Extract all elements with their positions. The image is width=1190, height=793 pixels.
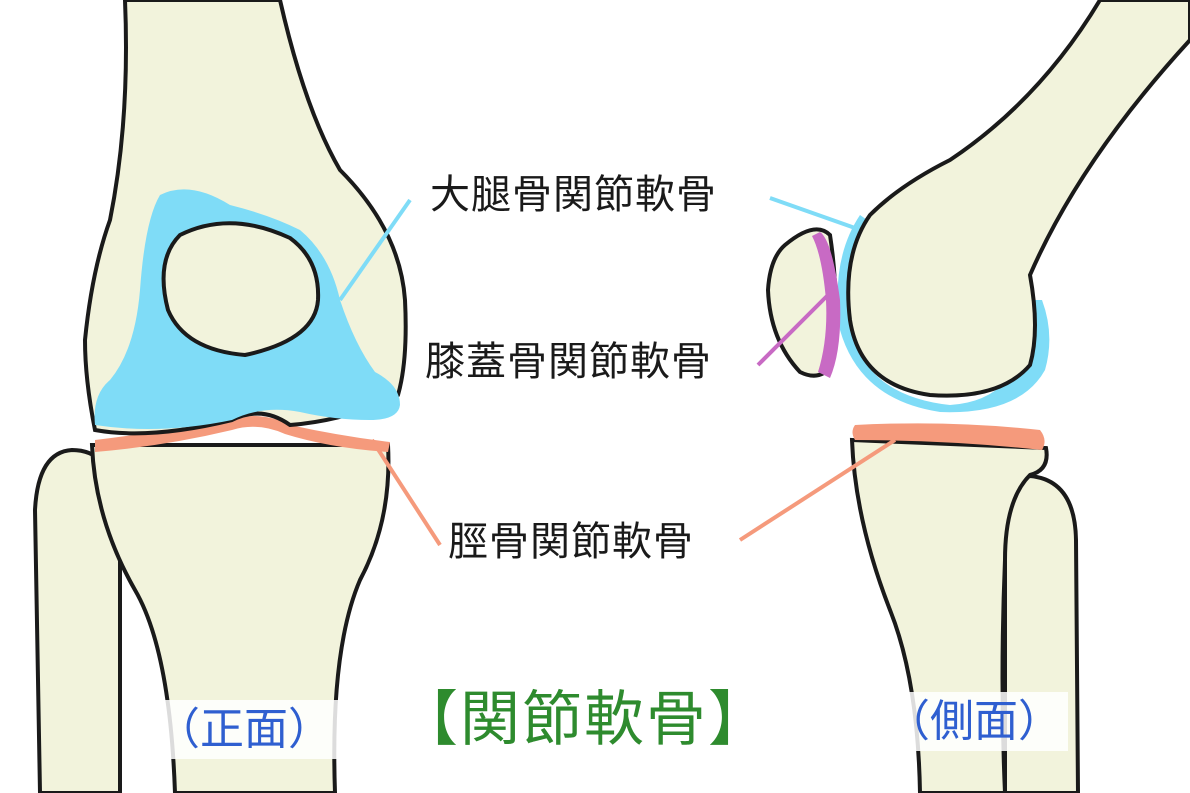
side-patellar-cartilage [812,232,841,378]
femoral-cartilage-label: 大腿骨関節軟骨 [430,172,717,218]
front-view-label: （正面） [150,700,338,759]
side-view-text: （側面） [880,692,1068,751]
front-tibial-leader [370,438,442,547]
side-tibial-cartilage [852,423,1045,450]
side-patellar-leader [756,293,830,367]
side-view [738,0,1190,793]
patellar-cartilage-label: 膝蓋骨関節軟骨 [425,339,712,385]
side-femur [846,0,1190,398]
side-tibial-leader [738,438,897,542]
front-view [32,0,442,793]
front-femoral-leader [338,198,412,302]
tibial-cartilage-label: 脛骨関節軟骨 [448,519,694,565]
front-patella [161,221,321,358]
side-femoral-leader [769,196,856,230]
diagram-title: 【関節軟骨】 [398,685,770,755]
side-view-label: （側面） [880,692,1068,751]
front-view-text: （正面） [150,700,338,759]
